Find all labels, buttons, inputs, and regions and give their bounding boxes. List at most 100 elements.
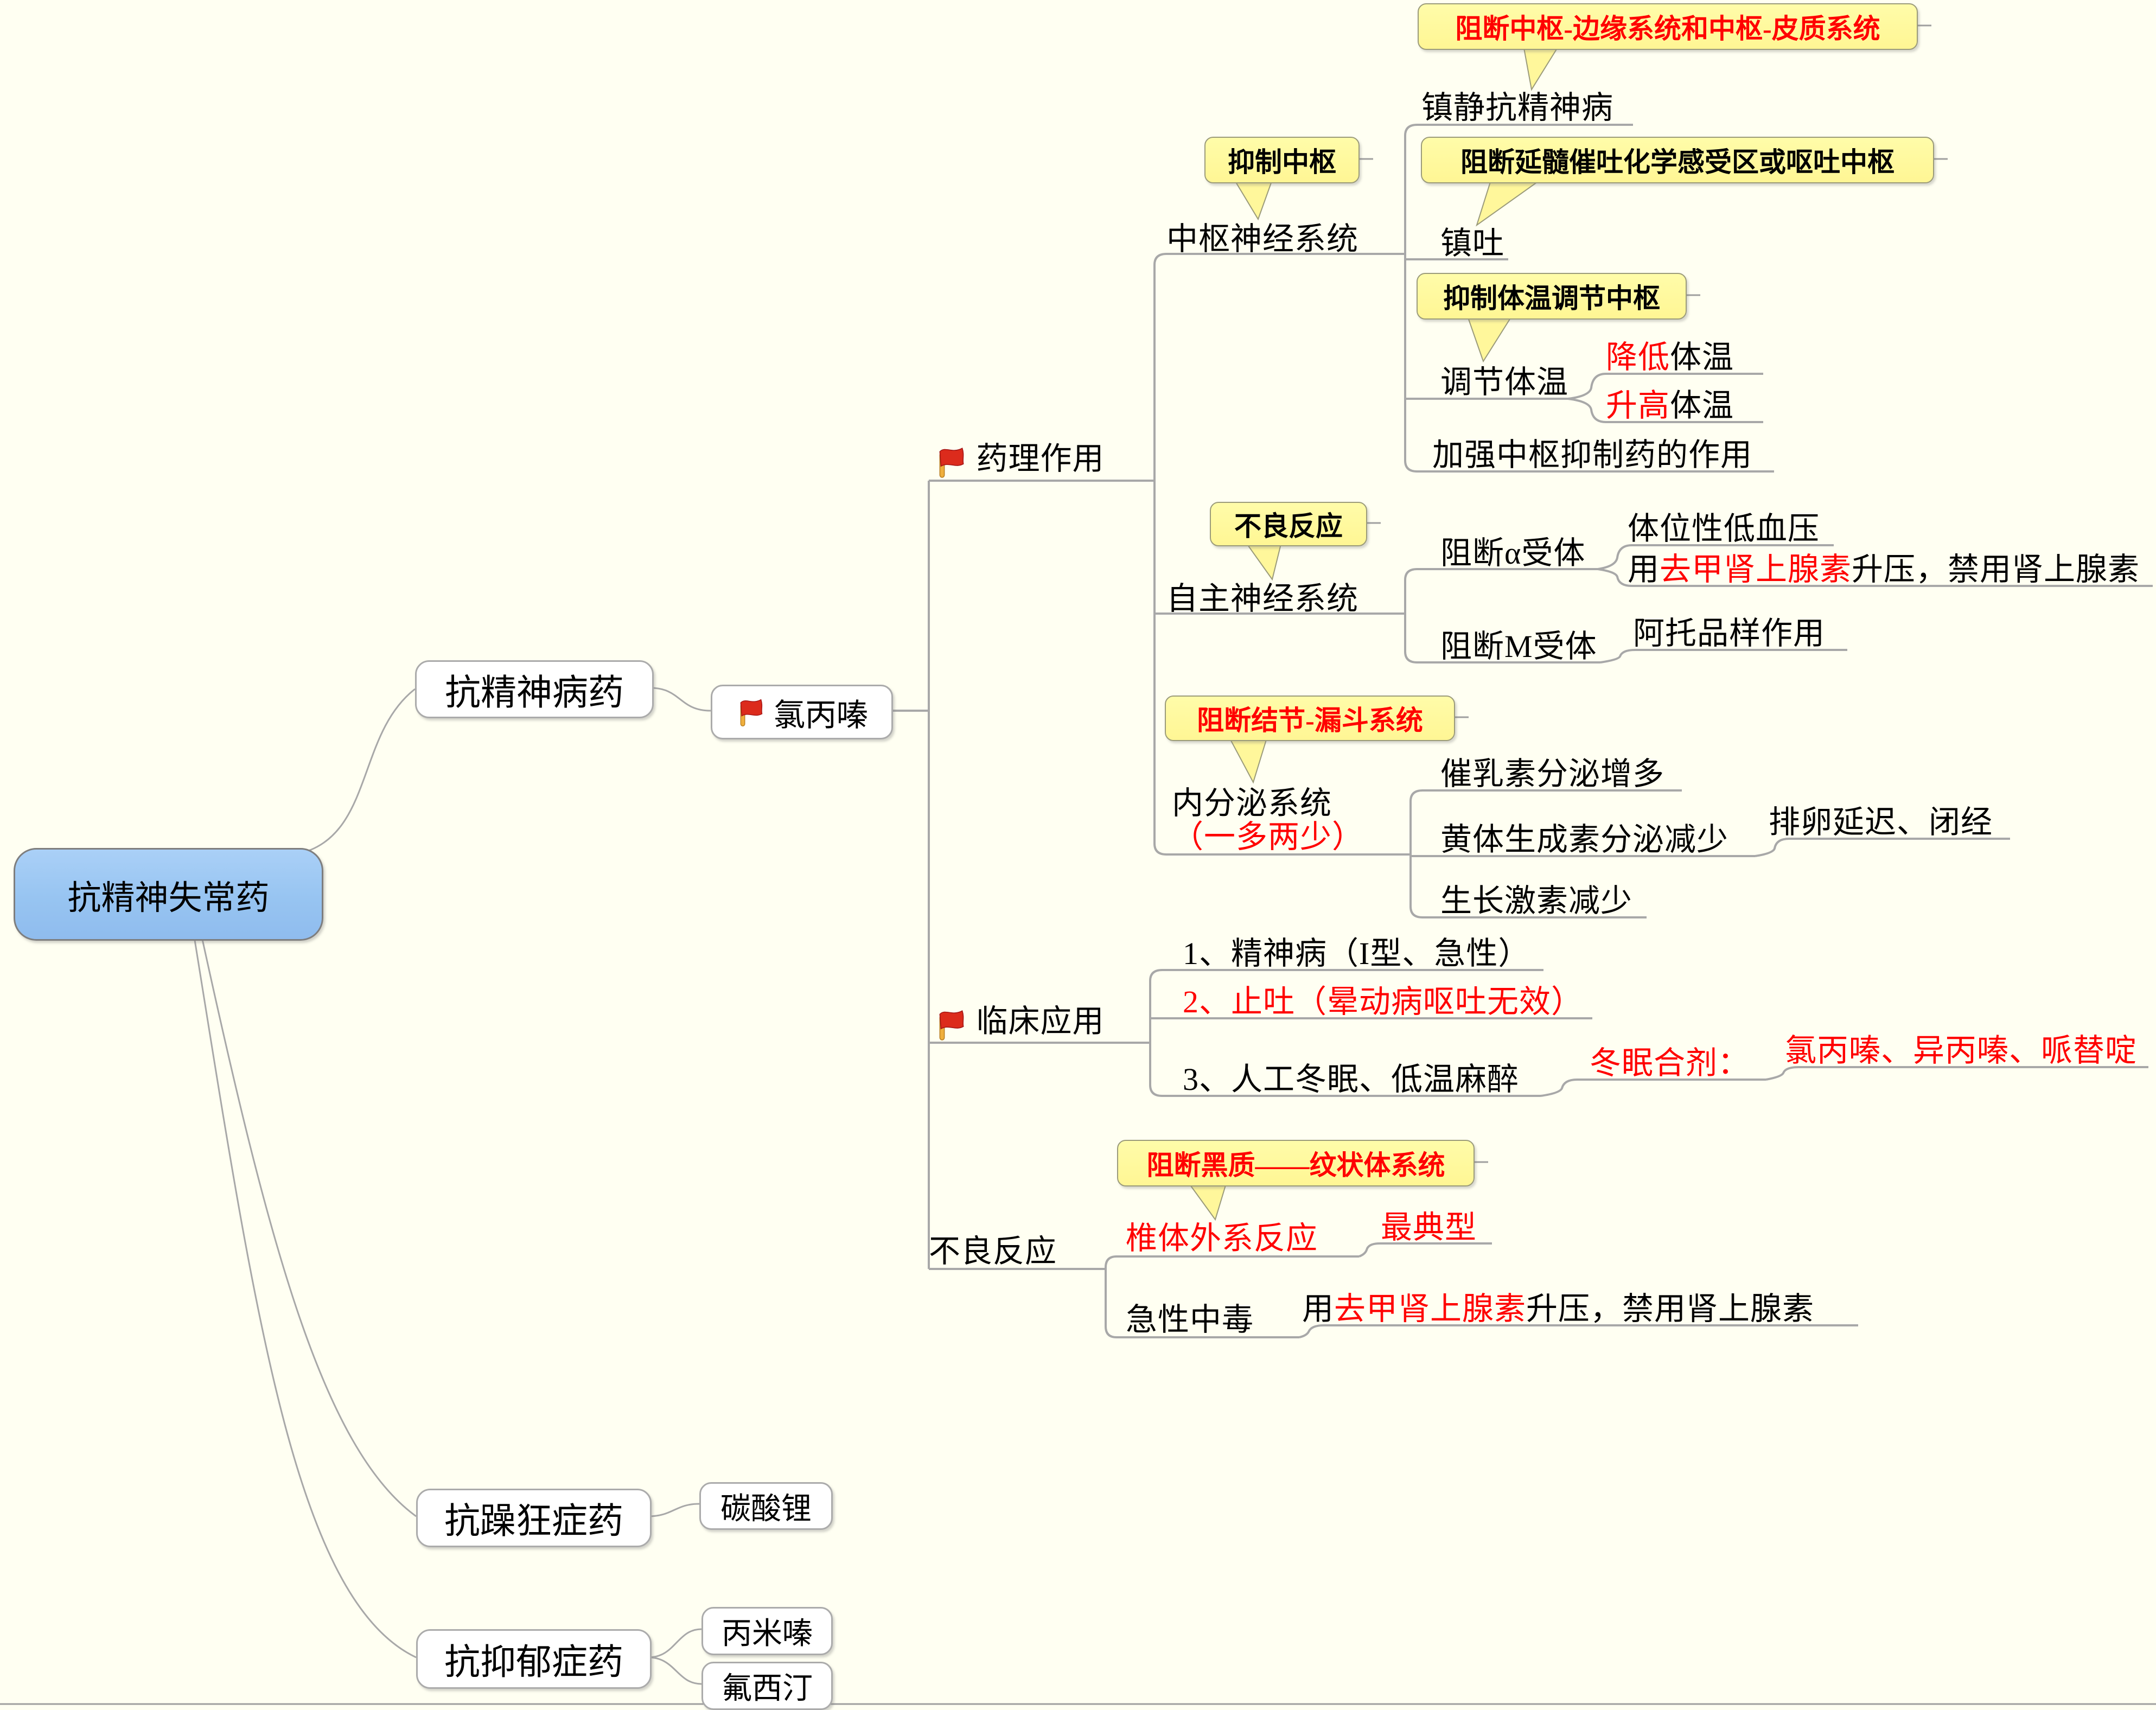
edge-antidepressant-imipramine bbox=[648, 1628, 702, 1658]
topic-gh-label: 生长激素减少 bbox=[1440, 883, 1633, 918]
raise-temp-text: 体温 bbox=[1670, 388, 1734, 423]
topic-potentiate[interactable]: 加强中枢抑制药的作用 bbox=[1432, 438, 1752, 472]
topic-lytic-drugs[interactable]: 氯丙嗪、异丙嗪、哌替啶 bbox=[1785, 1034, 2137, 1068]
topic-prolactin-label: 催乳素分泌增多 bbox=[1440, 756, 1665, 792]
topic-pharmacology[interactable]: 药理作用 bbox=[934, 442, 1105, 480]
edge-antipsychotic-chlorpromazine bbox=[650, 687, 711, 712]
topic-m-block[interactable]: 阻断M受体 bbox=[1440, 630, 1597, 663]
pressor-text-tail: 升压，禁用肾上腺素 bbox=[1852, 552, 2140, 587]
edge-root-antipsychotic bbox=[295, 688, 416, 856]
topic-ovulation-label: 排卵延迟、闭经 bbox=[1769, 805, 1993, 840]
lower-temp-highlight: 降低 bbox=[1606, 340, 1670, 375]
topic-fluoxetine-label: 氟西汀 bbox=[722, 1672, 813, 1706]
callout-ctz-label: 阻断延髓催吐化学感受区或呕吐中枢 bbox=[1460, 147, 1895, 177]
topic-orthostatic-label: 体位性低血压 bbox=[1628, 511, 1820, 546]
callout-inhibit-cns-label: 抑制中枢 bbox=[1228, 147, 1336, 177]
topic-most-typical-label: 最典型 bbox=[1381, 1210, 1477, 1245]
topic-ans[interactable]: 自主神经系统 bbox=[1166, 582, 1358, 616]
topic-sedation-label: 镇静抗精神病 bbox=[1421, 90, 1614, 125]
topic-use3[interactable]: 3、人工冬眠、低温麻醉 bbox=[1183, 1063, 1519, 1096]
topic-eps-label: 椎体外系反应 bbox=[1126, 1221, 1318, 1256]
topic-adverse-label: 不良反应 bbox=[929, 1234, 1057, 1269]
topic-eps[interactable]: 椎体外系反应 bbox=[1126, 1222, 1318, 1255]
topic-sedation[interactable]: 镇静抗精神病 bbox=[1421, 91, 1613, 125]
callout-tuberoinfundibular[interactable]: 阻断结节-漏斗系统 bbox=[1165, 696, 1455, 741]
topic-thermoregulation[interactable]: 调节体温 bbox=[1440, 366, 1568, 399]
topic-antipsychotic[interactable]: 抗精神病药 bbox=[415, 660, 654, 718]
topic-alpha-block[interactable]: 阻断α受体 bbox=[1440, 537, 1585, 570]
topic-lower-temp[interactable]: 降低体温 bbox=[1606, 341, 1734, 374]
topic-raise-temp[interactable]: 升高体温 bbox=[1606, 389, 1734, 423]
topic-poisoning-treatment[interactable]: 用去甲肾上腺素升压，禁用肾上腺素 bbox=[1302, 1292, 1814, 1326]
topic-antiemetic[interactable]: 镇吐 bbox=[1440, 227, 1504, 260]
callout-mesolimbic[interactable]: 阻断中枢-边缘系统和中枢-皮质系统 bbox=[1418, 3, 1918, 50]
topic-adverse[interactable]: 不良反应 bbox=[929, 1235, 1057, 1268]
topic-orthostatic[interactable]: 体位性低血压 bbox=[1628, 512, 1820, 546]
red-flag-icon bbox=[939, 1010, 964, 1041]
topic-lh[interactable]: 黄体生成素分泌减少 bbox=[1440, 823, 1728, 857]
pressor-drug-highlight: 去甲肾上腺素 bbox=[1660, 552, 1852, 587]
edge-antimanic-lithium bbox=[648, 1503, 700, 1517]
topic-prolactin[interactable]: 催乳素分泌增多 bbox=[1440, 757, 1664, 791]
topic-clinical[interactable]: 临床应用 bbox=[934, 1005, 1105, 1042]
callout-mesolimbic-label: 阻断中枢-边缘系统和中枢-皮质系统 bbox=[1455, 14, 1880, 44]
red-flag-icon bbox=[740, 699, 763, 726]
edge-root-antidepressant bbox=[193, 936, 417, 1658]
topic-acute-poisoning[interactable]: 急性中毒 bbox=[1126, 1303, 1254, 1337]
callout-nigrostriatal[interactable]: 阻断黑质——纹状体系统 bbox=[1117, 1140, 1475, 1186]
topic-gh[interactable]: 生长激素减少 bbox=[1440, 884, 1632, 918]
callout-adverse-note-label: 不良反应 bbox=[1234, 511, 1343, 541]
topic-lytic-cocktail[interactable]: 冬眠合剂： bbox=[1590, 1047, 1750, 1080]
topic-lh-label: 黄体生成素分泌减少 bbox=[1440, 822, 1729, 857]
topic-chlorpromazine[interactable]: 氯丙嗪 bbox=[711, 685, 893, 739]
topic-antimanic[interactable]: 抗躁狂症药 bbox=[416, 1489, 652, 1547]
topic-imipramine[interactable]: 丙米嗪 bbox=[701, 1607, 833, 1655]
topic-use2[interactable]: 2、止吐（晕动病呕吐无效） bbox=[1183, 985, 1583, 1019]
topic-fluoxetine[interactable]: 氟西汀 bbox=[701, 1662, 833, 1710]
lower-temp-text: 体温 bbox=[1670, 340, 1734, 375]
topic-antiemetic-label: 镇吐 bbox=[1440, 226, 1505, 261]
topic-antidepressant-label: 抗抑郁症药 bbox=[444, 1643, 623, 1682]
topic-alpha-block-label: 阻断α受体 bbox=[1440, 535, 1586, 571]
callout-ticks bbox=[1357, 24, 1948, 1163]
topic-use3-label: 3、人工冬眠、低温麻醉 bbox=[1183, 1062, 1520, 1097]
topic-pressor[interactable]: 用去甲肾上腺素升压，禁用肾上腺素 bbox=[1628, 553, 2140, 586]
topic-cns[interactable]: 中枢神经系统 bbox=[1166, 222, 1358, 256]
topic-atropine-like[interactable]: 阿托品样作用 bbox=[1633, 617, 1825, 650]
callout-adverse-note[interactable]: 不良反应 bbox=[1210, 502, 1367, 546]
raise-temp-highlight: 升高 bbox=[1606, 388, 1670, 423]
red-flag-icon bbox=[939, 447, 964, 478]
topic-imipramine-label: 丙米嗪 bbox=[722, 1617, 813, 1651]
topic-endocrine-note: （一多两少） bbox=[1172, 819, 1364, 854]
root-topic[interactable]: 抗精神失常药 bbox=[14, 848, 323, 941]
topic-cns-label: 中枢神经系统 bbox=[1166, 221, 1359, 257]
topic-use1[interactable]: 1、精神病（I型、急性） bbox=[1183, 937, 1530, 971]
callout-inhibit-thermo[interactable]: 抑制体温调节中枢 bbox=[1417, 273, 1687, 320]
topic-endocrine[interactable]: 内分泌系统 （一多两少） bbox=[1172, 787, 1364, 854]
edge-antidepressant-fluoxetine bbox=[648, 1656, 702, 1685]
callout-inhibit-cns[interactable]: 抑制中枢 bbox=[1204, 137, 1360, 183]
topic-clinical-label: 临床应用 bbox=[976, 1004, 1105, 1039]
callout-ctz[interactable]: 阻断延髓催吐化学感受区或呕吐中枢 bbox=[1421, 137, 1934, 183]
topic-ovulation[interactable]: 排卵延迟、闭经 bbox=[1769, 806, 1993, 839]
topic-use1-label: 1、精神病（I型、急性） bbox=[1183, 936, 1530, 971]
root-topic-label: 抗精神失常药 bbox=[67, 879, 270, 917]
treatment-text: 用 bbox=[1302, 1291, 1335, 1326]
topic-lithium[interactable]: 碳酸锂 bbox=[699, 1482, 833, 1530]
topic-antipsychotic-label: 抗精神病药 bbox=[445, 673, 624, 713]
callout-inhibit-thermo-label: 抑制体温调节中枢 bbox=[1443, 283, 1660, 314]
topic-acute-poisoning-label: 急性中毒 bbox=[1126, 1302, 1254, 1337]
topic-use2-label: 2、止吐（晕动病呕吐无效） bbox=[1183, 984, 1584, 1019]
topic-antimanic-label: 抗躁狂症药 bbox=[444, 1502, 623, 1541]
topic-lytic-drugs-label: 氯丙嗪、异丙嗪、哌替啶 bbox=[1785, 1033, 2138, 1068]
topic-thermoregulation-label: 调节体温 bbox=[1440, 365, 1569, 400]
topic-most-typical[interactable]: 最典型 bbox=[1381, 1211, 1477, 1245]
topic-endocrine-label: 内分泌系统 bbox=[1172, 786, 1332, 821]
callout-tuberoinfundibular-label: 阻断结节-漏斗系统 bbox=[1197, 705, 1423, 736]
topic-m-block-label: 阻断M受体 bbox=[1440, 629, 1597, 664]
callout-tails bbox=[1185, 42, 1562, 1221]
topic-antidepressant[interactable]: 抗抑郁症药 bbox=[416, 1629, 652, 1689]
topic-lithium-label: 碳酸锂 bbox=[720, 1492, 812, 1526]
